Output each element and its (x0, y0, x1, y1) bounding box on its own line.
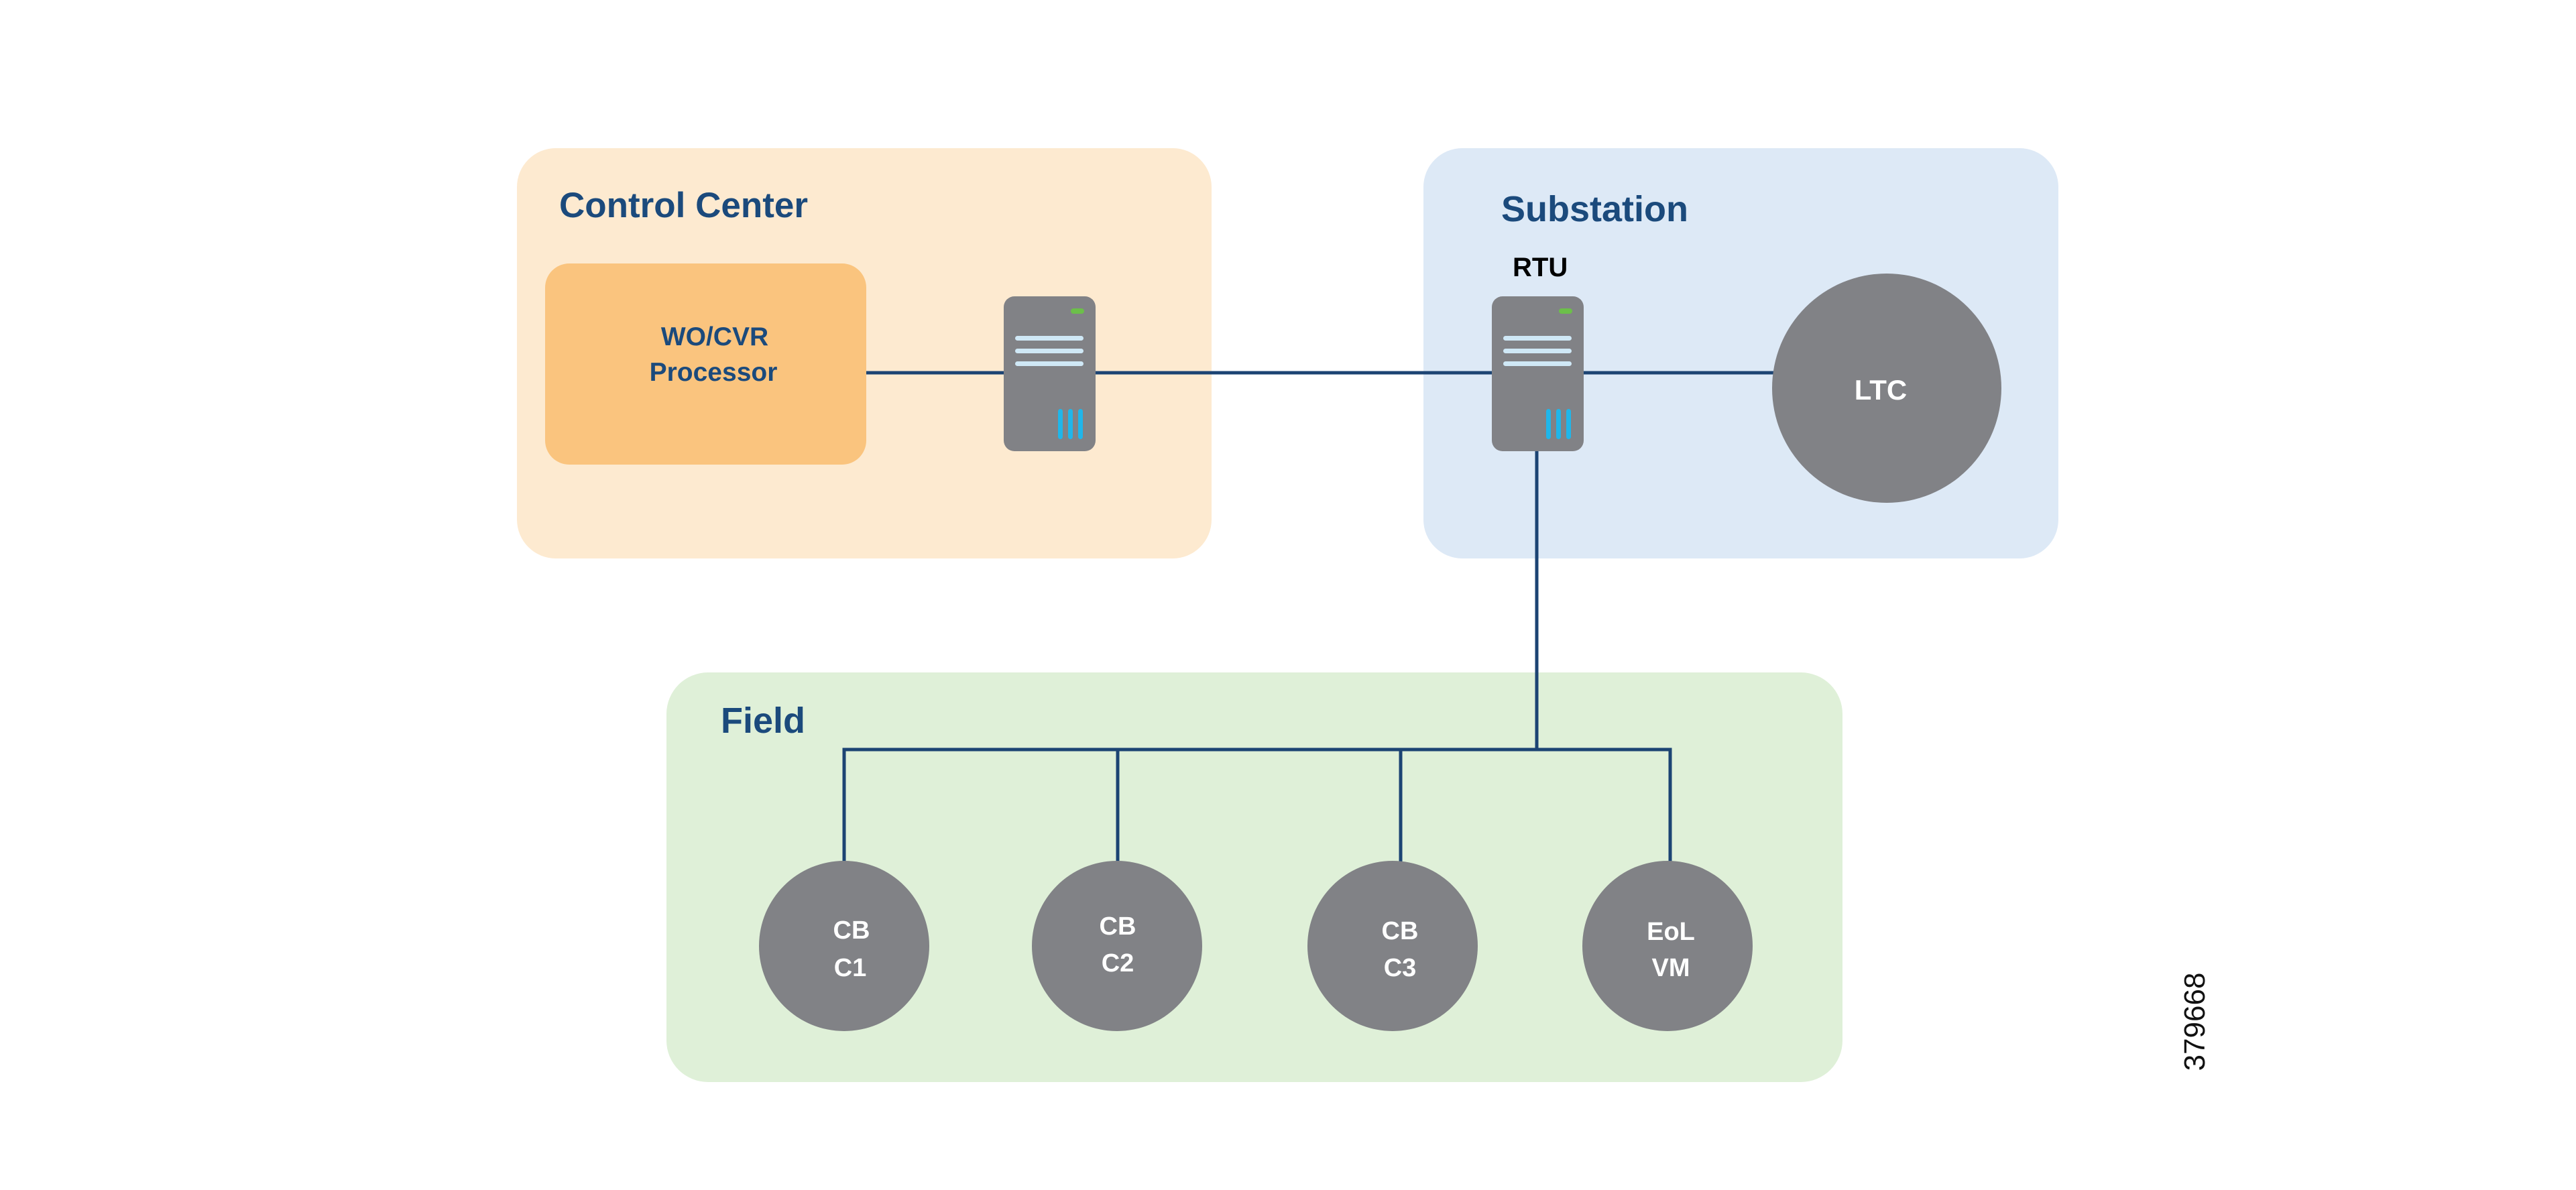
device-label-line2: VM (1652, 954, 1690, 982)
rtu-server[interactable] (1492, 296, 1584, 451)
server-led (1071, 308, 1084, 314)
zone-title-substation: Substation (1501, 189, 1688, 229)
processor-label-line1: WO/CVR (661, 322, 768, 351)
device-circle (1307, 861, 1478, 1031)
field-bus (842, 748, 1672, 864)
wo-cvr-processor[interactable]: WO/CVR Processor (545, 263, 866, 465)
server-icon (1004, 296, 1096, 451)
field-device-cb-c1[interactable]: CB C1 (759, 861, 929, 1031)
device-label-line1: CB (833, 916, 870, 945)
field-device-cb-c2[interactable]: CB C2 (1032, 861, 1202, 1031)
zone-title-control-center: Control Center (559, 186, 808, 225)
device-circle (759, 861, 929, 1031)
zone-field (666, 672, 1842, 1082)
device-label-line1: CB (1100, 912, 1136, 941)
field-device-cb-c3[interactable]: CB C3 (1307, 861, 1478, 1031)
device-label-line1: CB (1382, 917, 1419, 945)
ltc-label: LTC (1855, 374, 1908, 406)
device-label-line2: C3 (1384, 954, 1417, 982)
zone-title-field: Field (721, 701, 805, 741)
processor-label-line2: Processor (650, 358, 778, 387)
device-label-line2: C1 (834, 954, 867, 982)
server-icon (1492, 296, 1584, 451)
processor-box (545, 263, 866, 465)
device-circle (1032, 861, 1202, 1031)
figure-id: 379668 (2178, 973, 2211, 1071)
device-label-line1: EoL (1647, 918, 1695, 946)
device-circle (1582, 861, 1753, 1031)
server-led (1559, 308, 1572, 314)
field-device-eol-vm[interactable]: EoL VM (1582, 861, 1753, 1031)
connections (842, 371, 1774, 864)
device-label-line2: C2 (1102, 949, 1134, 977)
rtu-label: RTU (1513, 253, 1568, 282)
control-center-server[interactable] (1004, 296, 1096, 451)
ltc-circle (1772, 274, 2001, 503)
ltc-node[interactable]: LTC (1772, 274, 2001, 503)
